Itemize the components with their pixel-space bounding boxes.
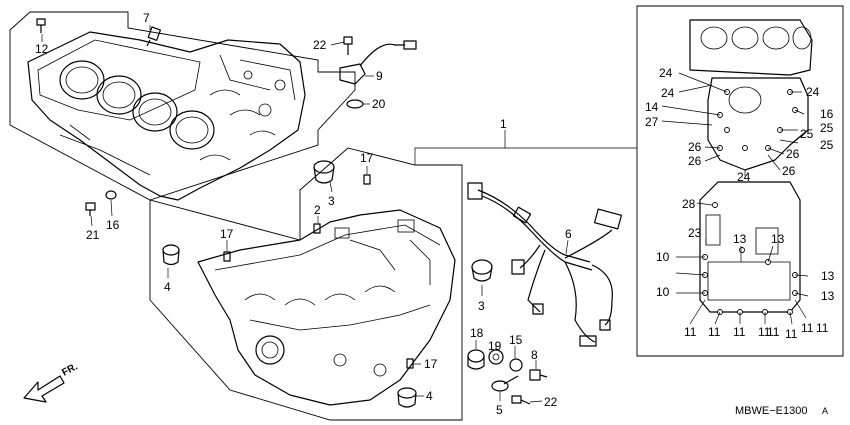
front-direction-arrow: FR. <box>23 361 80 403</box>
callout-22-bottom: 22 <box>544 395 558 409</box>
callout-24-a: 24 <box>659 66 673 80</box>
callout-13-d: 13 <box>821 289 835 303</box>
dowel-17-lower <box>406 358 414 369</box>
callout-16-right: 16 <box>820 107 834 121</box>
o-ring-20 <box>346 99 364 109</box>
callout-5: 5 <box>496 403 503 417</box>
callout-11-f: 11 <box>801 321 814 335</box>
callout-17-lower: 17 <box>424 357 438 371</box>
callout-13-c: 13 <box>821 269 835 283</box>
diagram-code: MBWE−E1300 <box>735 405 807 417</box>
callout-21: 21 <box>86 228 100 242</box>
dowel-2 <box>313 223 321 234</box>
filter-18 <box>467 349 485 370</box>
callout-27: 27 <box>645 115 659 129</box>
callout-3-middle: 3 <box>478 299 485 313</box>
plug-3-middle <box>471 259 493 282</box>
sensor-7 <box>146 26 162 47</box>
leader-lines <box>41 25 809 403</box>
callout-11-g: 11 <box>767 325 780 339</box>
callout-8: 8 <box>531 348 538 362</box>
lower-crankcase-frame <box>149 147 463 421</box>
callout-18: 18 <box>470 326 484 340</box>
callout-11-c: 11 <box>733 325 746 339</box>
callout-17-upper: 17 <box>360 151 374 165</box>
callout-26-d: 26 <box>782 164 796 178</box>
callout-16-left: 16 <box>106 218 120 232</box>
callout-13-b: 13 <box>771 232 785 246</box>
plug-3-upper <box>313 160 335 184</box>
callout-26-b: 26 <box>688 154 702 168</box>
plug-4-left <box>162 244 180 266</box>
clamp-5 <box>491 375 519 392</box>
callout-11-a: 11 <box>684 325 697 339</box>
washer-15 <box>509 358 523 372</box>
callout-14: 14 <box>645 100 659 114</box>
callout-22-top: 22 <box>313 38 327 52</box>
callout-9: 9 <box>376 69 383 83</box>
callout-24-d: 24 <box>737 170 751 184</box>
callout-24-b: 24 <box>661 86 675 100</box>
upper-crankcase <box>27 31 306 201</box>
callout-7: 7 <box>143 11 150 25</box>
front-label: FR. <box>60 361 80 378</box>
bolt-21 <box>85 202 96 216</box>
callout-20: 20 <box>372 97 386 111</box>
plug-4-bottom <box>397 387 417 408</box>
callout-19: 19 <box>488 339 502 353</box>
dowel-17-upper <box>363 174 371 185</box>
diagram-code-suffix: A <box>822 406 828 416</box>
callout-25-a: 25 <box>820 121 834 135</box>
callout-26-a: 26 <box>688 140 702 154</box>
switch-8 <box>529 369 548 381</box>
diagram-reference-code: MBWE−E1300 A <box>735 405 828 417</box>
lower-crankcase <box>197 209 456 406</box>
callout-11-d: 11 <box>758 325 771 339</box>
callout-3-upper: 3 <box>328 194 335 208</box>
dowel-17-left <box>223 251 231 262</box>
callout-26-c: 26 <box>786 147 800 161</box>
callout-4-left: 4 <box>164 280 171 294</box>
callout-24-c: 24 <box>806 85 820 99</box>
washer-16-left <box>105 190 117 200</box>
callout-11-b: 11 <box>708 325 721 339</box>
callout-28: 28 <box>682 197 696 211</box>
callout-13-a: 13 <box>733 232 747 246</box>
wire-harness-6 <box>467 182 623 347</box>
sensor-9 <box>339 40 417 85</box>
callout-15: 15 <box>509 333 523 347</box>
callout-25-b: 25 <box>800 127 814 141</box>
callout-10-b: 10 <box>656 285 670 299</box>
bolt-22-top <box>343 36 353 55</box>
oil-pan-detail-frame <box>636 5 844 357</box>
callout-11-e: 11 <box>785 327 798 341</box>
bolt-12 <box>36 18 46 33</box>
bolt-22-bottom <box>511 395 531 405</box>
callout-10-a: 10 <box>656 250 670 264</box>
callout-2: 2 <box>314 203 321 217</box>
callout-labels: 1 12 7 22 9 20 21 16 3 17 2 17 4 3 6 17 … <box>35 11 835 417</box>
callout-12: 12 <box>35 42 49 56</box>
callout-17-left: 17 <box>220 227 234 241</box>
callout-25-c: 25 <box>820 138 834 152</box>
callout-6: 6 <box>565 227 572 241</box>
callout-23: 23 <box>688 226 702 240</box>
callout-4-bottom: 4 <box>426 389 433 403</box>
callout-11-h: 11 <box>816 321 829 335</box>
callout-1: 1 <box>500 117 507 131</box>
